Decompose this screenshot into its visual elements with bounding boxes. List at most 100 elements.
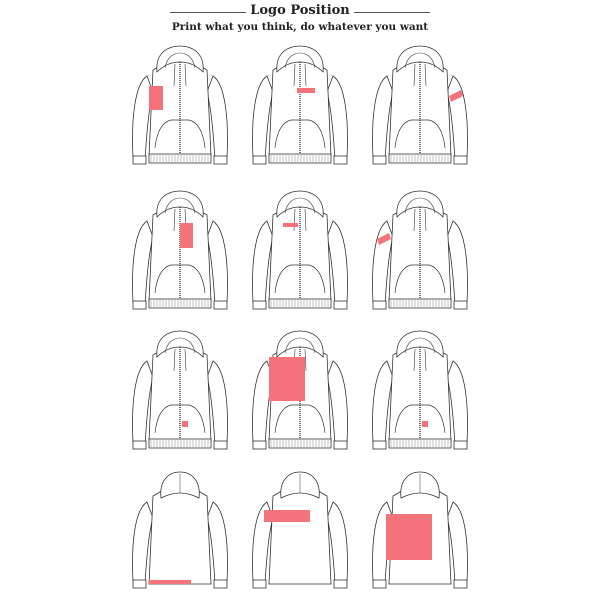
hem-band bbox=[148, 438, 212, 449]
hood-opening bbox=[284, 337, 316, 354]
cuff-left bbox=[213, 579, 228, 589]
drawstring bbox=[304, 348, 307, 372]
drawstring bbox=[293, 63, 296, 87]
logo-print-area bbox=[422, 421, 428, 427]
cuff-left bbox=[333, 440, 348, 450]
body-panel bbox=[268, 487, 332, 585]
drawstring bbox=[184, 348, 187, 372]
drawstring bbox=[424, 348, 427, 372]
hood bbox=[276, 45, 324, 73]
drawstring bbox=[413, 208, 416, 232]
hoodie-front-zip-8 bbox=[252, 330, 348, 450]
kangaroo-pocket bbox=[274, 264, 326, 294]
drawstring bbox=[173, 63, 176, 87]
drawstring bbox=[304, 208, 307, 232]
logo-print-area bbox=[283, 223, 298, 227]
hoodie-front-zip-6 bbox=[372, 190, 468, 310]
hem-band bbox=[268, 438, 332, 449]
drawstring bbox=[413, 348, 416, 372]
logo-print-area bbox=[297, 88, 315, 93]
drawstring bbox=[173, 208, 176, 232]
kangaroo-pocket bbox=[274, 404, 326, 434]
cuff-left bbox=[453, 579, 468, 589]
cuff-left bbox=[213, 155, 228, 165]
hoodie-front-zip-1 bbox=[132, 45, 228, 165]
body-panel bbox=[148, 487, 212, 585]
cuff-left bbox=[213, 300, 228, 310]
hoodie-front-zip-9 bbox=[372, 330, 468, 450]
hoodie-back-11 bbox=[252, 471, 348, 589]
cuff-left bbox=[333, 300, 348, 310]
kangaroo-pocket bbox=[154, 119, 206, 149]
logo-print-area bbox=[386, 514, 432, 560]
hoodie-front-zip-7 bbox=[132, 330, 228, 450]
page-title: Logo Position bbox=[250, 3, 350, 18]
header: Logo Position Print what you think, do w… bbox=[0, 0, 600, 40]
cuff-right bbox=[252, 440, 267, 450]
cuff-right bbox=[372, 155, 387, 165]
drawstring bbox=[413, 63, 416, 87]
hood-opening bbox=[404, 197, 436, 214]
cuff-left bbox=[333, 579, 348, 589]
hood bbox=[396, 190, 444, 218]
hood-opening bbox=[284, 197, 316, 214]
kangaroo-pocket bbox=[394, 119, 446, 149]
cuff-right bbox=[132, 300, 147, 310]
hood bbox=[276, 190, 324, 218]
hood-opening bbox=[164, 337, 196, 354]
page-subtitle: Print what you think, do whatever you wa… bbox=[171, 21, 429, 33]
title-rule-right bbox=[354, 12, 430, 13]
logo-print-area bbox=[377, 233, 391, 245]
cuff-right bbox=[252, 155, 267, 165]
cuff-right bbox=[372, 440, 387, 450]
hoodie-front-zip-2 bbox=[252, 45, 348, 165]
drawstring bbox=[293, 208, 296, 232]
hem-band bbox=[268, 153, 332, 164]
hood-opening bbox=[164, 52, 196, 69]
logo-print-area bbox=[449, 90, 463, 102]
hood-opening bbox=[404, 337, 436, 354]
drawstring bbox=[173, 348, 176, 372]
hem-band bbox=[148, 298, 212, 309]
drawstring bbox=[304, 63, 307, 87]
hem-band bbox=[268, 298, 332, 309]
kangaroo-pocket bbox=[394, 404, 446, 434]
cuff-right bbox=[252, 300, 267, 310]
logo-print-area bbox=[182, 421, 188, 427]
hem-band bbox=[388, 298, 452, 309]
hood bbox=[396, 45, 444, 73]
hood bbox=[156, 45, 204, 73]
cuff-right bbox=[132, 155, 147, 165]
hood bbox=[156, 330, 204, 358]
hem-band bbox=[148, 153, 212, 164]
logo-print-area bbox=[264, 510, 310, 522]
kangaroo-pocket bbox=[274, 119, 326, 149]
cuff-right bbox=[372, 579, 387, 589]
drawstring bbox=[424, 63, 427, 87]
logo-print-area bbox=[269, 357, 305, 401]
cuff-left bbox=[453, 155, 468, 165]
logo-print-area bbox=[149, 86, 163, 110]
logo-print-area bbox=[149, 580, 191, 584]
hoodie-front-zip-5 bbox=[252, 190, 348, 310]
kangaroo-pocket bbox=[154, 264, 206, 294]
cuff-left bbox=[333, 155, 348, 165]
kangaroo-pocket bbox=[394, 264, 446, 294]
hoodie-back-12 bbox=[372, 471, 468, 589]
cuff-right bbox=[252, 579, 267, 589]
cuff-right bbox=[132, 579, 147, 589]
cuff-left bbox=[213, 440, 228, 450]
hem-band bbox=[388, 153, 452, 164]
drawstring bbox=[424, 208, 427, 232]
drawstring bbox=[184, 63, 187, 87]
hood bbox=[156, 190, 204, 218]
hood-opening bbox=[164, 197, 196, 214]
hood bbox=[396, 330, 444, 358]
cuff-left bbox=[453, 440, 468, 450]
hood-opening bbox=[404, 52, 436, 69]
hoodie-front-zip-3 bbox=[372, 45, 468, 165]
kangaroo-pocket bbox=[154, 404, 206, 434]
cuff-right bbox=[132, 440, 147, 450]
